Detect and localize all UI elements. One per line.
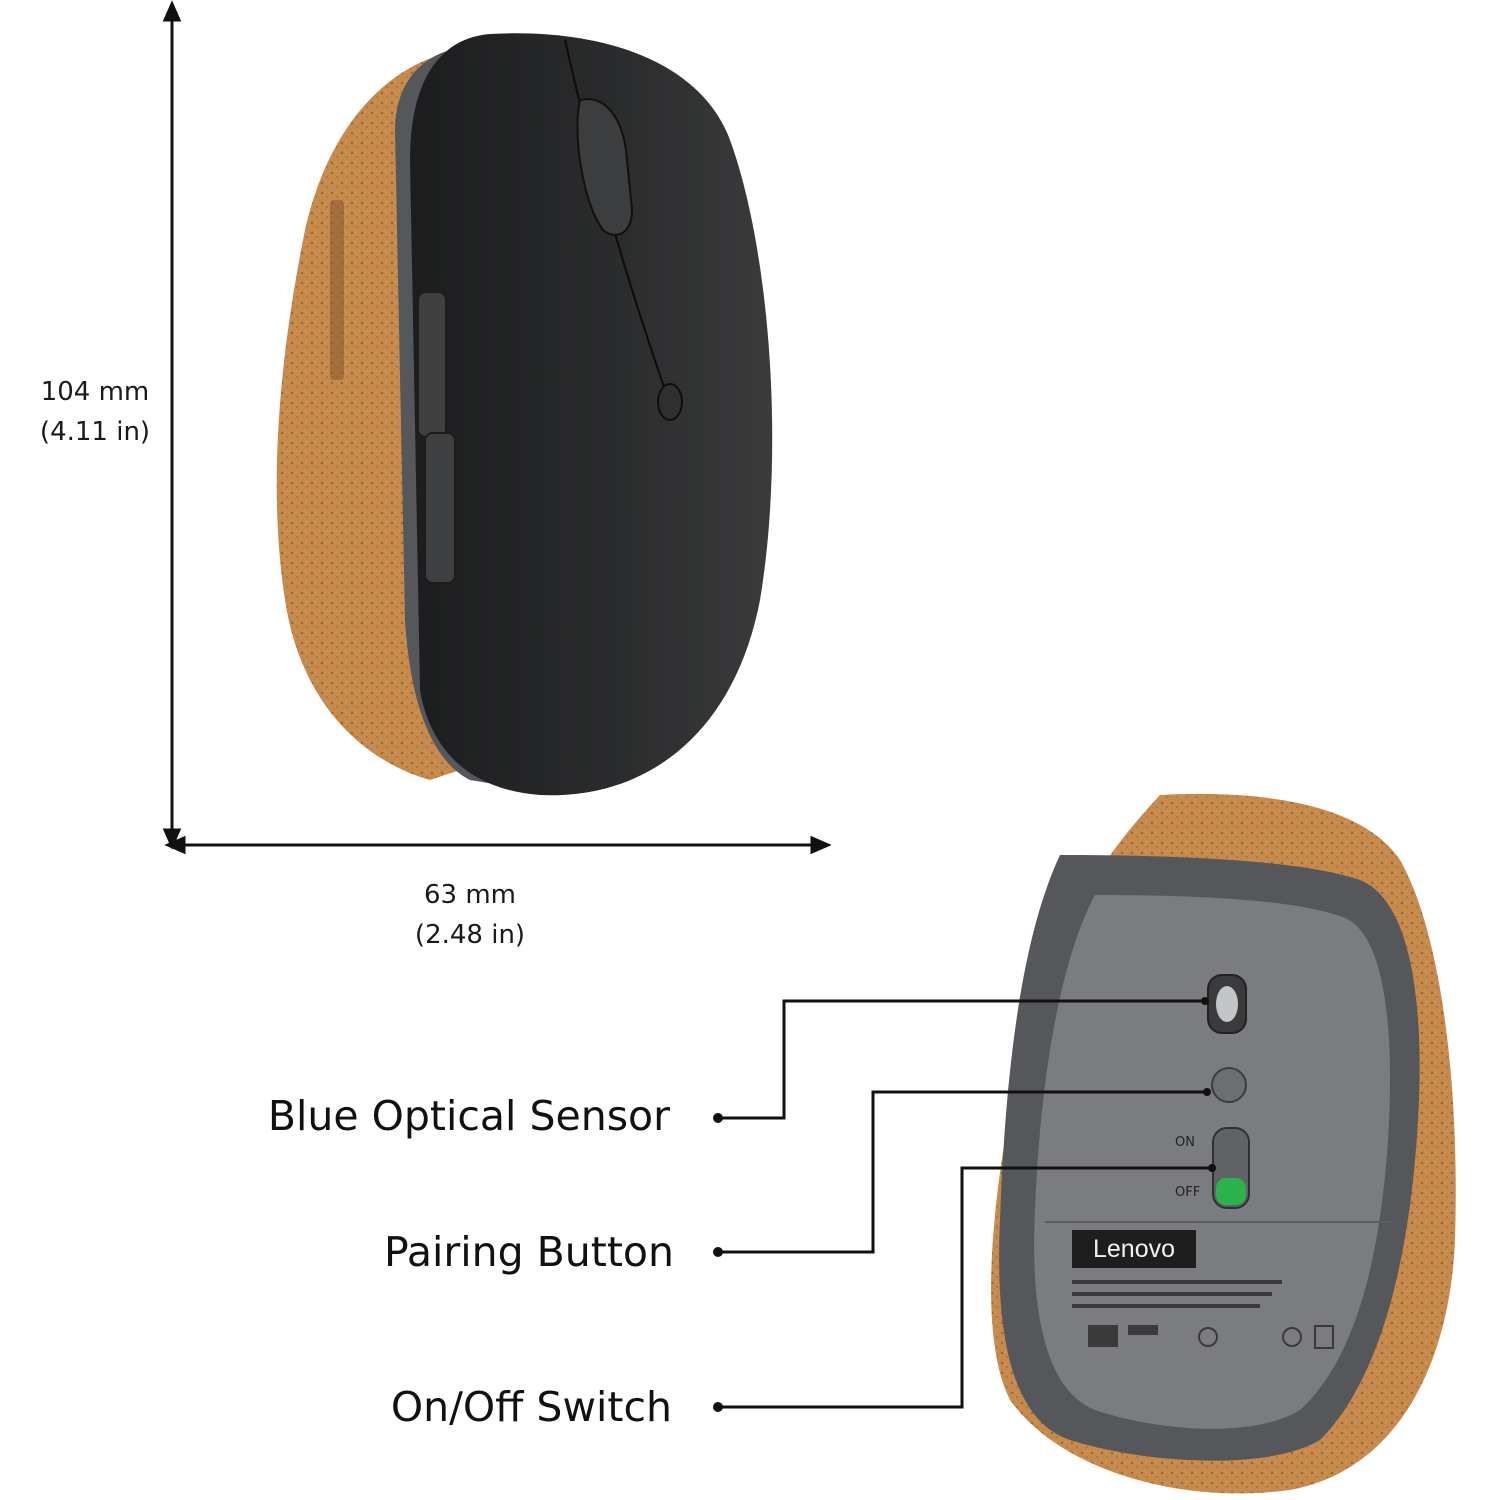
callout-blue-optical-sensor: Blue Optical Sensor	[267, 1092, 670, 1140]
leader-dots	[713, 997, 1216, 1412]
mouse-top-view	[276, 33, 773, 796]
callout-on-off-switch: On/Off Switch	[390, 1383, 672, 1431]
mouse-body-top	[410, 33, 773, 796]
switch-off-label: OFF	[1175, 1185, 1201, 1200]
width-dimension-label: 63 mm (2.48 in)	[370, 875, 570, 955]
leader-lines	[718, 999, 1212, 1409]
mouse-bottom-view	[991, 793, 1456, 1494]
cork-brand-strip	[330, 200, 344, 380]
width-dimension-arrow	[164, 835, 832, 855]
callout-pairing-button: Pairing Button	[383, 1228, 674, 1276]
height-dimension-arrow	[162, 0, 182, 850]
lenovo-logo: Lenovo	[1072, 1230, 1196, 1268]
leader-sensor	[718, 999, 1205, 1120]
height-in: (4.11 in)	[39, 417, 151, 447]
switch-on-label: ON	[1175, 1135, 1195, 1150]
dpi-button	[657, 383, 683, 421]
switch-green-indicator	[1216, 1178, 1246, 1205]
width-mm: 63 mm	[423, 880, 516, 910]
height-dimension-label: 104 mm (4.11 in)	[20, 372, 170, 452]
height-mm: 104 mm	[40, 377, 150, 407]
side-button-forward	[417, 291, 447, 438]
leader-switch	[718, 1166, 1212, 1409]
side-button-back	[424, 432, 456, 584]
width-in: (2.48 in)	[414, 920, 526, 950]
pairing-button	[1211, 1067, 1247, 1103]
sensor-lens	[1216, 986, 1238, 1022]
regulatory-fine-print	[1072, 1280, 1334, 1349]
leader-pairing	[718, 1090, 1207, 1254]
scroll-wheel	[576, 98, 634, 236]
